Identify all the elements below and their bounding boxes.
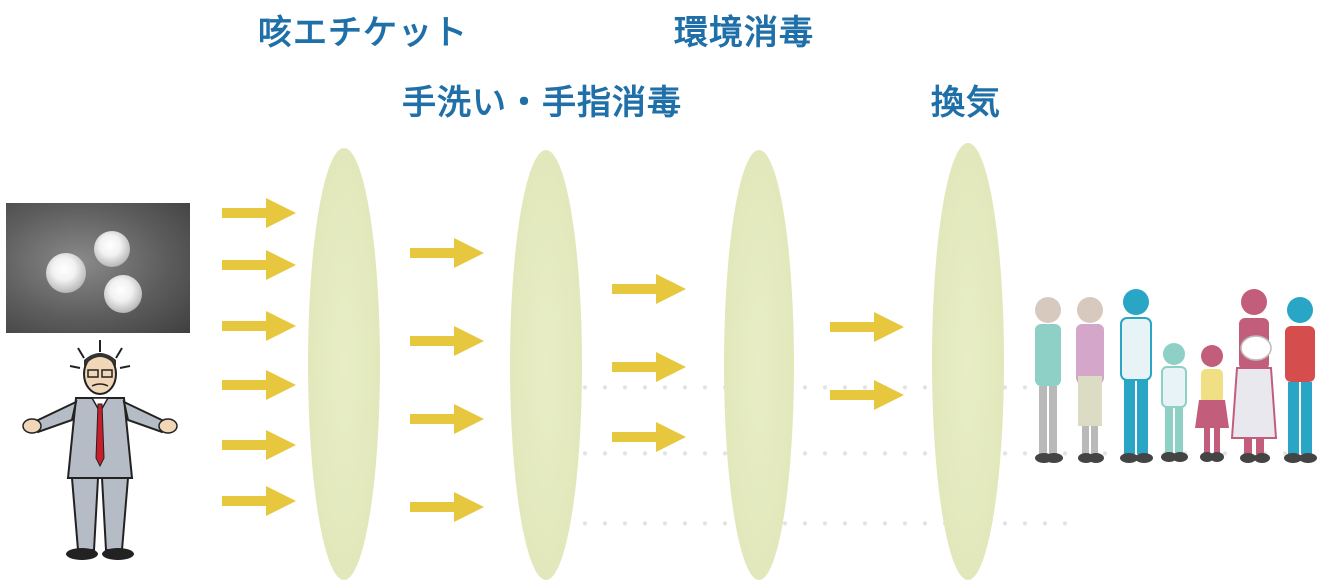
arrow-icon (830, 380, 904, 410)
person-elderly-woman (1076, 297, 1104, 463)
arrow-icon (222, 198, 296, 228)
person-woman-with-baby (1230, 289, 1278, 463)
arrow-icon (410, 404, 484, 434)
person-young-man (1284, 297, 1317, 463)
label-hand-washing: 手洗い・手指消毒 (402, 83, 682, 123)
label-environment-disinfection: 環境消毒 (674, 13, 814, 53)
arrow-icon (830, 312, 904, 342)
arrow-icon (222, 370, 296, 400)
virus-particle (46, 253, 86, 293)
worried-man-icon (22, 340, 178, 560)
barrier-ventilation (932, 143, 1004, 580)
person-man (1120, 289, 1153, 463)
arrow-icon (612, 352, 686, 382)
barrier-cough-etiquette (308, 148, 380, 580)
virus-particle (94, 231, 130, 267)
virus-particle (104, 275, 142, 313)
arrow-icon (612, 422, 686, 452)
arrow-icon (410, 238, 484, 268)
person-boy (1161, 343, 1188, 462)
arrow-icon (222, 250, 296, 280)
arrow-icon (612, 274, 686, 304)
family-group-icon (1035, 289, 1317, 463)
person-girl (1195, 345, 1229, 462)
label-cough-etiquette: 咳エチケット (258, 13, 468, 53)
arrow-icon (222, 486, 296, 516)
arrow-icon (222, 430, 296, 460)
background-ghost-text: ・・・・・・・・・・・・・・・・・・・・・・・・・ (575, 512, 1075, 536)
arrow-icon (410, 492, 484, 522)
barrier-environment-disinfection (724, 150, 794, 580)
person-elderly-man (1035, 297, 1063, 463)
barrier-hand-washing (510, 150, 582, 580)
label-ventilation: 換気 (931, 83, 1001, 123)
arrow-icon (222, 311, 296, 341)
virus-micrograph-icon (6, 203, 190, 333)
arrow-icon (410, 326, 484, 356)
